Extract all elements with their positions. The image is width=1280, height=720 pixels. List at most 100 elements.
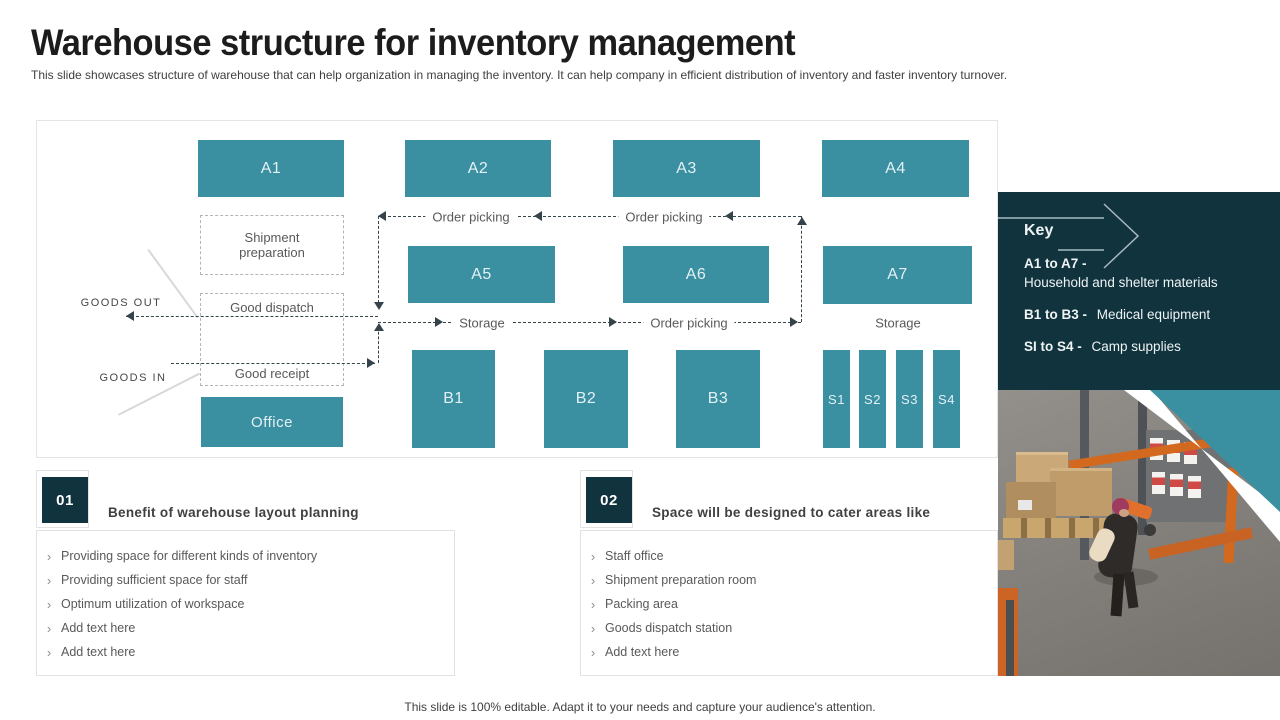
key-desc-b: Medical equipment bbox=[1096, 307, 1211, 322]
arrowhead-left-icon bbox=[534, 211, 542, 221]
goods-in-line bbox=[171, 363, 375, 364]
photo-bottle bbox=[1184, 442, 1197, 464]
chevron-bullet-icon: › bbox=[590, 620, 596, 636]
photo-bottle bbox=[1152, 472, 1165, 494]
room-good-dispatch-label: Good dispatch bbox=[230, 300, 314, 315]
zone-a4: A4 bbox=[822, 140, 969, 197]
photo-jack-wheel bbox=[1144, 524, 1156, 536]
chevron-bullet-icon: › bbox=[590, 572, 596, 588]
photo-person-leg bbox=[1110, 573, 1125, 617]
photo-bottle bbox=[1167, 440, 1180, 462]
zone-b3: B3 bbox=[676, 350, 760, 448]
arrowhead-right-icon bbox=[790, 317, 798, 327]
bullet-text: Add text here bbox=[605, 645, 680, 659]
list-item: › Goods dispatch station bbox=[581, 616, 997, 640]
room-dispatch-receipt: Good dispatch Good receipt bbox=[200, 293, 344, 386]
photo-box bbox=[998, 540, 1014, 570]
photo-rack-upright bbox=[1080, 390, 1089, 560]
arrowhead-left-icon bbox=[126, 311, 134, 321]
arrowhead-down-icon bbox=[374, 302, 384, 310]
flow-line-middle bbox=[378, 322, 801, 323]
arrowhead-right-icon bbox=[435, 317, 443, 327]
list-item: ›Staff office bbox=[581, 544, 997, 568]
flow-line-left-upper bbox=[378, 216, 379, 308]
photo-orange-beam bbox=[1068, 433, 1243, 470]
photo-person-shadow bbox=[1094, 568, 1158, 586]
goods-out-label: GOODS OUT bbox=[77, 297, 165, 309]
flow-label-order-picking: Order picking bbox=[618, 209, 710, 225]
chevron-bullet-icon: › bbox=[590, 548, 596, 564]
photo-corner-triangle bbox=[1150, 390, 1280, 512]
zone-a1: A1 bbox=[198, 140, 344, 197]
page-title: Warehouse structure for inventory manage… bbox=[31, 22, 796, 63]
chevron-bullet-icon: › bbox=[590, 596, 596, 612]
chevron-bullet-icon: › bbox=[46, 620, 52, 636]
bullet-text: Providing sufficient space for staff bbox=[61, 573, 248, 587]
warehouse-photo bbox=[998, 390, 1280, 676]
key-range-b: B1 to B3 - bbox=[1024, 307, 1088, 322]
arrowhead-right-icon bbox=[609, 317, 617, 327]
key-entry-a: A1 to A7 - Household and shelter materia… bbox=[1024, 254, 1270, 292]
photo-pallet bbox=[1003, 518, 1128, 538]
room-good-receipt-label: Good receipt bbox=[234, 366, 310, 381]
photo-person-leg bbox=[1123, 571, 1139, 609]
zone-s1: S1 bbox=[823, 350, 850, 448]
photo-person-sleeve bbox=[1086, 525, 1118, 565]
key-arrow-icon bbox=[998, 203, 1140, 269]
chevron-bullet-icon: › bbox=[46, 644, 52, 660]
list-item: › Shipment preparation room bbox=[581, 568, 997, 592]
photo-person-hair bbox=[1112, 498, 1129, 515]
photo-box bbox=[1016, 452, 1068, 490]
arrowhead-right-icon bbox=[367, 358, 375, 368]
photo-corner-stripe bbox=[1124, 390, 1280, 542]
arrowhead-left-icon bbox=[725, 211, 733, 221]
zone-s2: S2 bbox=[859, 350, 886, 448]
photo-bottle bbox=[1188, 476, 1201, 498]
zone-a5: A5 bbox=[408, 246, 555, 303]
key-entries: A1 to A7 - Household and shelter materia… bbox=[1024, 254, 1270, 369]
footer-note: This slide is 100% editable. Adapt it to… bbox=[404, 700, 876, 714]
list-item: › Add text here bbox=[37, 640, 454, 664]
zone-s4: S4 bbox=[933, 350, 960, 448]
photo-shelf bbox=[1146, 430, 1234, 522]
flow-line-right bbox=[801, 216, 802, 322]
zone-a2: A2 bbox=[405, 140, 551, 197]
photo-rack-upright bbox=[1006, 600, 1014, 676]
flow-label-storage: Storage bbox=[452, 315, 512, 331]
photo-orange-base bbox=[1148, 527, 1253, 560]
zone-a3: A3 bbox=[613, 140, 760, 197]
chevron-bullet-icon: › bbox=[46, 548, 52, 564]
bullet-text: Providing space for different kinds of i… bbox=[61, 549, 318, 563]
flow-line-top bbox=[378, 216, 801, 217]
key-desc-a: Household and shelter materials bbox=[1024, 275, 1218, 290]
section-01-list: › Providing space for different kinds of … bbox=[36, 530, 455, 676]
zone-a7: A7 bbox=[823, 246, 972, 304]
flow-label-order-picking: Order picking bbox=[643, 315, 735, 331]
key-panel: Key A1 to A7 - Household and shelter mat… bbox=[998, 192, 1280, 390]
key-range-a: A1 to A7 - bbox=[1024, 256, 1087, 271]
list-item: › Providing space for different kinds of … bbox=[37, 544, 454, 568]
key-desc-s: Camp supplies bbox=[1091, 339, 1181, 354]
photo-orange-post bbox=[1223, 467, 1239, 564]
flow-line-left-lower bbox=[378, 327, 379, 363]
photo-rack-upright bbox=[1138, 390, 1147, 535]
list-item: ›Providing sufficient space for staff bbox=[37, 568, 454, 592]
photo-orange-rack bbox=[998, 588, 1018, 676]
section-01-heading: Benefit of warehouse layout planning bbox=[108, 505, 359, 520]
key-range-s: SI to S4 - bbox=[1024, 339, 1082, 354]
list-item: ›Packing area bbox=[581, 592, 997, 616]
list-item: ›Optimum utilization of workspace bbox=[37, 592, 454, 616]
bullet-text: Add text here bbox=[61, 645, 136, 659]
zone-office: Office bbox=[201, 397, 343, 447]
section-02-heading: Space will be designed to cater areas li… bbox=[652, 505, 931, 520]
bullet-text: Shipment preparation room bbox=[605, 573, 757, 587]
photo-pallet-jack bbox=[1114, 496, 1154, 521]
warehouse-diagram: A1 A2 A3 A4 A5 A6 A7 B1 B2 B3 S1 S2 S3 S… bbox=[36, 120, 998, 458]
page-subtitle: This slide showcases structure of wareho… bbox=[31, 68, 1008, 82]
bullet-text: Goods dispatch station bbox=[605, 621, 733, 635]
chevron-bullet-icon: › bbox=[46, 596, 52, 612]
flow-label-storage: Storage bbox=[868, 315, 928, 331]
section-02-badge: 02 bbox=[586, 477, 632, 523]
zone-s3: S3 bbox=[896, 350, 923, 448]
